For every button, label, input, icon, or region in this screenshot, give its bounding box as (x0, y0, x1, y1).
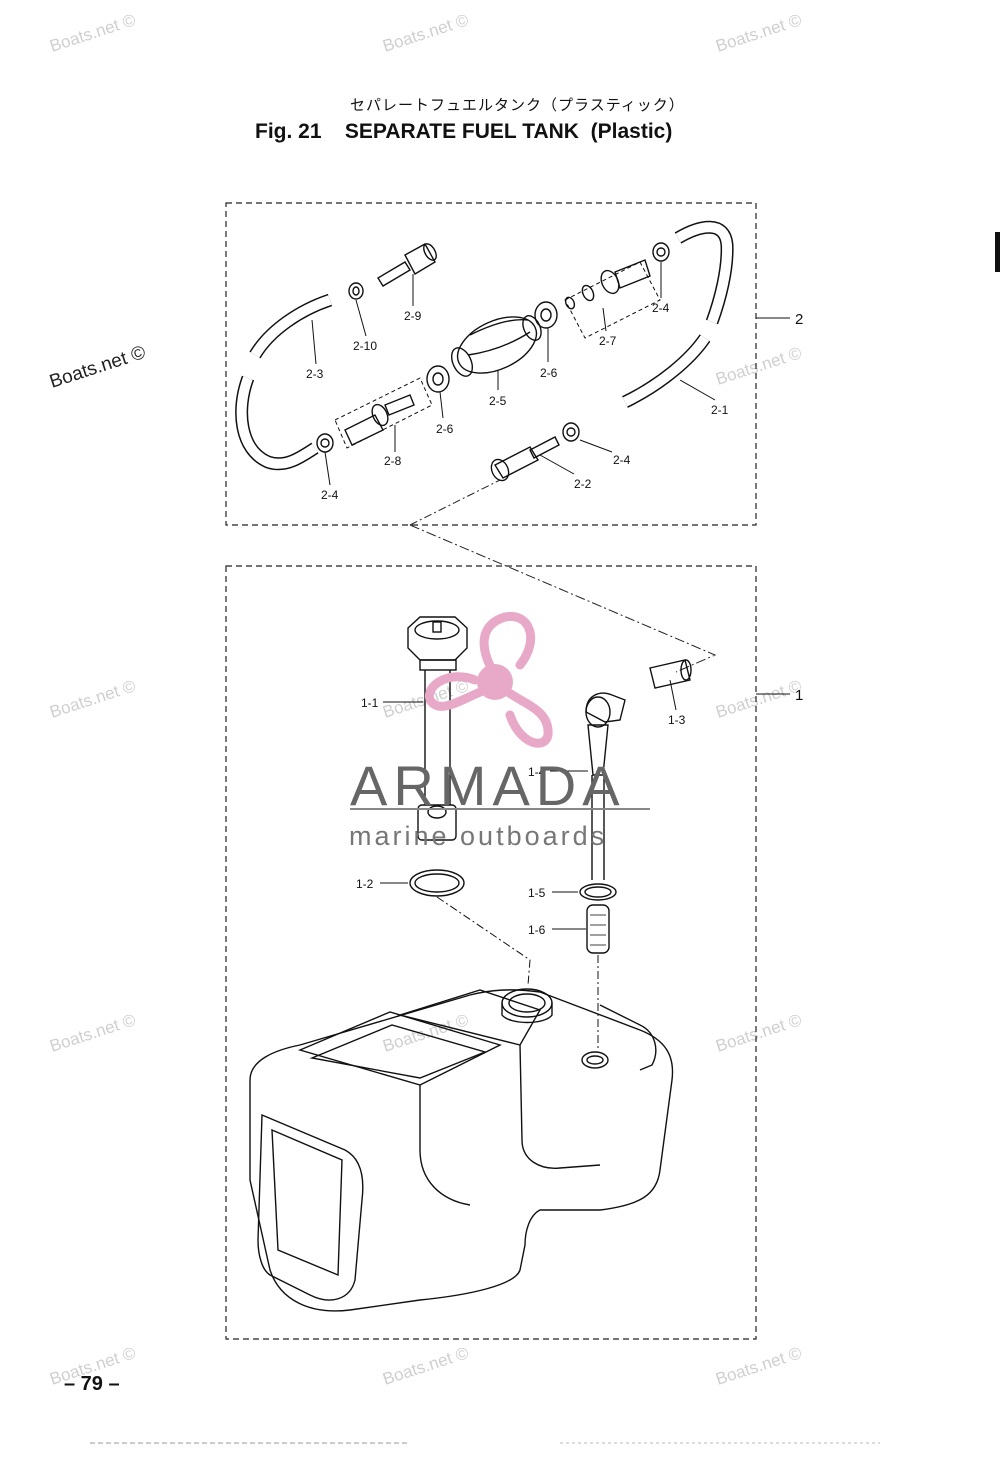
watermark-text: Boats.net © (713, 343, 804, 389)
callout-labels: 2 1 2-1 2-2 2-3 2-4 2-4 2-4 2-5 2-6 2-6 … (306, 301, 803, 937)
clamp-2-4 (316, 433, 334, 453)
callout-1-5: 1-5 (528, 886, 546, 900)
watermark-text: Boats.net © (713, 10, 804, 56)
group-2-box (225, 202, 757, 526)
tank-gauge-port (581, 1051, 609, 1069)
propeller-icon (424, 611, 553, 748)
fuel-tank-body (249, 989, 674, 1312)
clamp-2-10 (348, 282, 364, 300)
callout-2-10: 2-10 (353, 339, 377, 353)
callout-1-2: 1-2 (356, 877, 374, 891)
clamp-2-6 (426, 365, 450, 393)
gauge-cap-1-1 (407, 616, 468, 661)
callout-2-3: 2-3 (306, 367, 324, 381)
figure-title: Fig. 21 SEPARATE FUEL TANK (Plastic) (255, 120, 673, 143)
gasket-1-2 (409, 869, 465, 897)
callout-2-4: 2-4 (652, 301, 670, 315)
fuel-tank-assembly (249, 616, 692, 1312)
callout-2-6: 2-6 (540, 366, 558, 380)
watermark-text: Boats.net © (47, 676, 138, 722)
group-1-box (225, 565, 757, 1340)
connection-line (409, 524, 717, 673)
fuel-hose-assembly (235, 220, 734, 482)
fitting-1-3 (649, 659, 691, 689)
callout-2-9: 2-9 (404, 309, 422, 323)
japanese-title: セパレートフュエルタンク（プラスティック） (350, 96, 685, 114)
watermark-text: Boats.net © (47, 342, 148, 393)
logo-name: ARMADA (350, 754, 626, 817)
watermark-text: Boats.net © (713, 1010, 804, 1056)
check-valve-group-2-8 (334, 377, 433, 449)
o-ring-1-5 (579, 883, 617, 901)
watermark-text: Boats.net © (47, 1010, 138, 1056)
propeller-hub-icon (477, 664, 513, 700)
callout-1-3: 1-3 (668, 713, 686, 727)
callout-2-2: 2-2 (574, 477, 592, 491)
leader-lines (311, 262, 790, 1050)
callout-2-8: 2-8 (384, 454, 402, 468)
callout-2-7: 2-7 (599, 334, 617, 348)
logo-tagline: marine outboards (349, 821, 607, 851)
clamp-2-4 (562, 422, 580, 442)
clamp-2-6 (534, 301, 558, 329)
callout-2-1: 2-1 (711, 403, 729, 417)
edge-mark (995, 232, 1000, 272)
watermark-text: Boats.net © (380, 1343, 471, 1389)
callout-2-4: 2-4 (321, 488, 339, 502)
connector-2-9 (377, 261, 411, 287)
callout-2-5: 2-5 (489, 394, 507, 408)
callout-2-6: 2-6 (436, 422, 454, 436)
watermark-text: Boats.net © (713, 676, 804, 722)
primer-bulb-2-5 (456, 316, 538, 374)
callout-1-1: 1-1 (361, 696, 379, 710)
elbow-1-4 (585, 692, 626, 723)
callout-1-6: 1-6 (528, 923, 546, 937)
watermark-text: Boats.net © (380, 10, 471, 56)
watermark-text: Boats.net © (47, 10, 138, 56)
callout-1-4: 1-4 (528, 765, 546, 779)
filter-1-6 (586, 904, 610, 954)
clamp-2-4 (652, 242, 670, 262)
page-number: – 79 – (64, 1373, 120, 1395)
callout-group-1: 1 (795, 687, 803, 704)
callout-group-2: 2 (795, 311, 803, 328)
callout-2-4: 2-4 (613, 453, 631, 467)
watermark-text: Boats.net © (713, 1343, 804, 1389)
connector-2-2 (494, 446, 539, 479)
connection-line (409, 479, 501, 526)
armada-logo: ARMADA marine outboards (349, 611, 650, 851)
